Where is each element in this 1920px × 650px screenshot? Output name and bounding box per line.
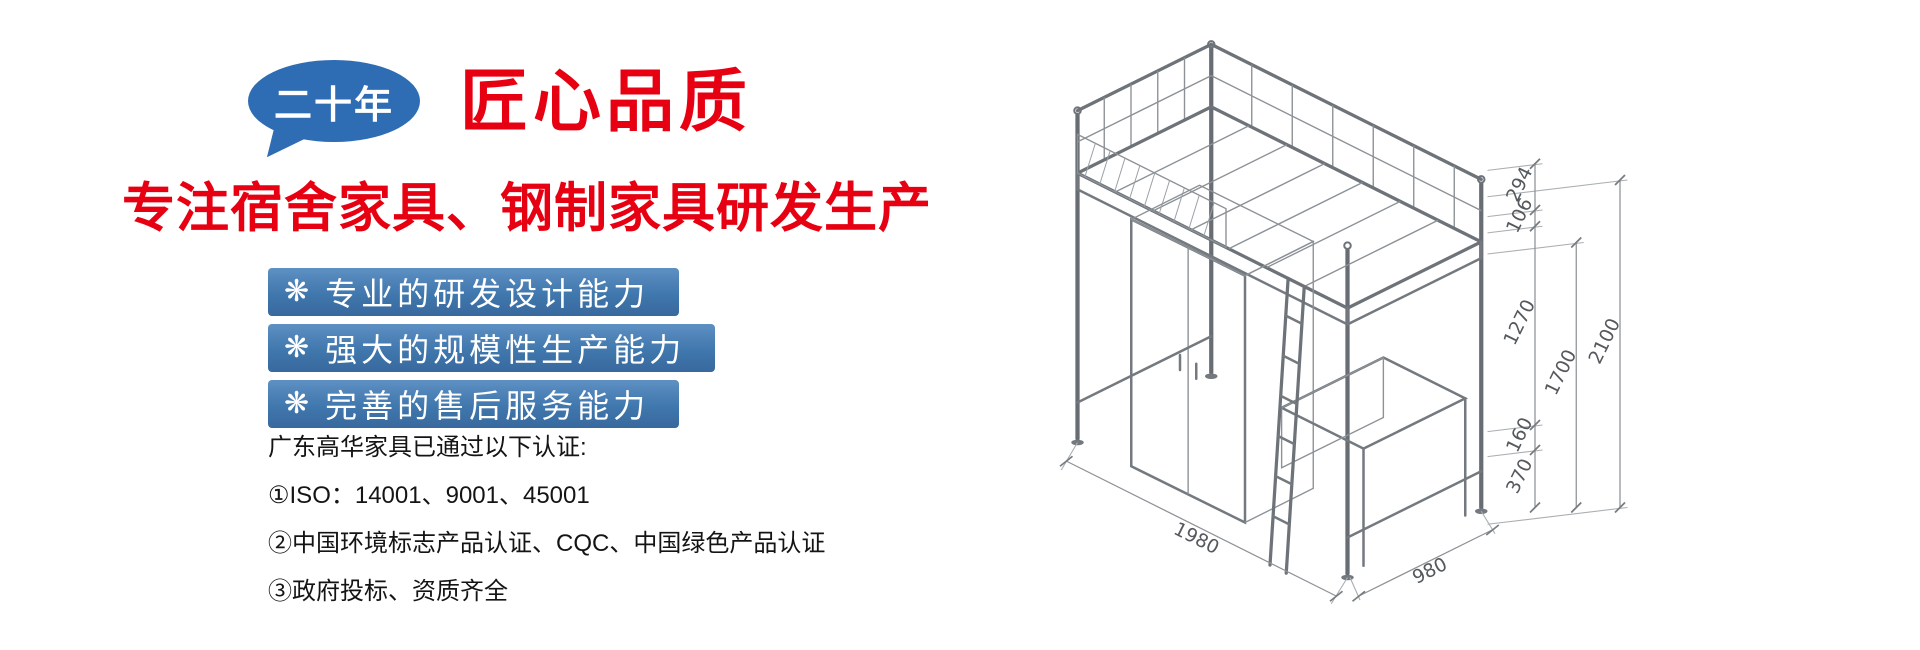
lower-rails	[1076, 335, 1483, 539]
feature-label: 专业的研发设计能力	[325, 276, 650, 312]
main-title: 匠心品质	[460, 64, 753, 140]
dim-label-1980: 1980	[1170, 519, 1222, 559]
subtitle: 专注宿舍家具、钢制家具研发生产	[122, 179, 932, 238]
dim-label-370: 370	[1503, 456, 1538, 497]
cert-item-gov: ③政府投标、资质齐全	[268, 578, 508, 605]
feature-list: ❋ 专业的研发设计能力 ❋ 强大的规模性生产能力 ❋ 完善的售后服务能力	[268, 268, 716, 436]
guard-rails	[1075, 42, 1483, 229]
cert-item-iso: ①ISO：14001、9001、45001	[268, 482, 590, 509]
feature-item-service: ❋ 完善的售后服务能力	[268, 380, 680, 428]
dim-label-1700: 1700	[1541, 347, 1581, 399]
wardrobe	[1129, 184, 1315, 525]
rosette-icon: ❋	[284, 387, 310, 420]
dimension-lines	[1059, 158, 1626, 602]
years-badge: 二十年	[248, 60, 420, 166]
dim-label-160: 160	[1503, 414, 1538, 455]
feature-item-design: ❋ 专业的研发设计能力	[268, 268, 680, 316]
dim-label-980: 980	[1409, 554, 1450, 589]
speech-bubble-tail-icon	[266, 128, 310, 166]
dim-label-1270: 1270	[1500, 297, 1540, 349]
ladder	[1268, 276, 1306, 575]
cert-heading: 广东高华家具已通过以下认证:	[268, 434, 587, 461]
desk	[1278, 356, 1469, 568]
rosette-icon: ❋	[284, 331, 310, 364]
certification-block: 广东高华家具已通过以下认证: ①ISO：14001、9001、45001 ②中国…	[268, 424, 825, 616]
feature-label: 强大的规模性生产能力	[325, 332, 686, 368]
cert-item-env: ②中国环境标志产品认证、CQC、中国绿色产品认证	[268, 530, 826, 557]
feature-item-production: ❋ 强大的规模性生产能力	[268, 324, 716, 372]
dim-label-2100: 2100	[1585, 315, 1625, 367]
product-dimension-diagram: 294 106 1270 160 370 1700 2100 1980 980	[1035, 5, 1660, 640]
feature-label: 完善的售后服务能力	[325, 388, 650, 424]
years-badge-label: 二十年	[273, 84, 394, 127]
dimension-labels: 294 106 1270 160 370 1700 2100 1980 980	[1170, 164, 1625, 589]
rosette-icon: ❋	[284, 275, 310, 308]
